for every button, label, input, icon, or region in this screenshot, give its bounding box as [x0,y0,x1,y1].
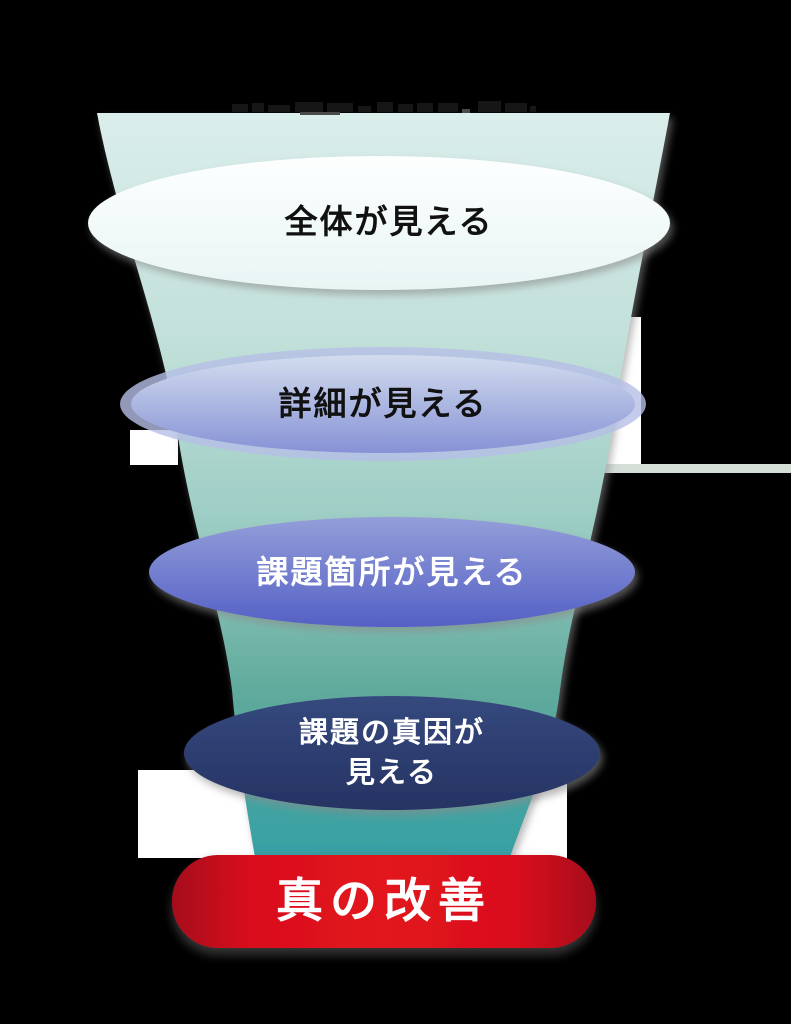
clipped-title-fragment [505,103,527,112]
background-artifact-stripe [593,464,791,473]
clipped-title-fragment [232,104,248,112]
stage-2-label: 詳細が見える [278,385,488,423]
clipped-title-fragment [252,103,264,112]
clipped-title-fragment [438,103,458,112]
clipped-title-fragment [377,102,393,112]
stage-2-ellipse [131,355,635,453]
stage-4-label: 課題の真因が 見える [192,710,592,796]
clipped-title-fragment [398,104,413,112]
stage-1-ellipse [88,156,670,290]
stage-4-label-line2: 見える [345,757,439,789]
clipped-title-fragment [530,106,536,112]
stage-3-label: 課題箇所が見える [256,554,528,590]
clipped-title-fragment [417,103,433,112]
stage-3-ellipse [149,517,635,627]
clipped-title-fragment [358,106,371,112]
stage-1-label: 全体が見える [284,203,494,241]
result-label: 真の改善 [276,874,492,928]
clipped-title-fragment [268,105,290,112]
clipped-title-fragment [295,102,323,112]
stage-4-ellipse [184,696,600,810]
result-pill [172,855,596,948]
clipped-title-fragment [300,112,340,115]
clipped-title-fragment [462,109,470,113]
clipped-title-fragment [327,103,353,112]
stage-4-label-line1: 課題の真因が [298,717,485,749]
clipped-title-fragment [478,101,501,112]
funnel-body [97,113,670,857]
